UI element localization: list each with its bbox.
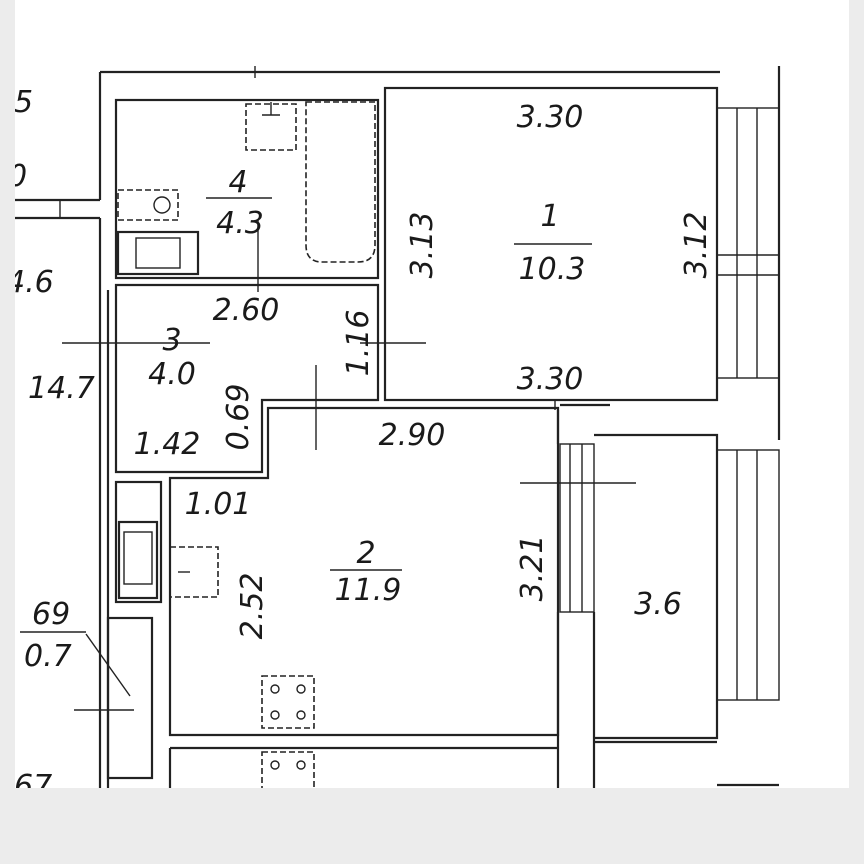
toilet-bowl — [153, 196, 171, 214]
room-2-outline — [168, 406, 560, 737]
room-1-width-bottom: 3.30 — [517, 362, 584, 397]
edge-label-top-left: 5 — [15, 85, 33, 120]
edge-label-69: 69 — [32, 597, 70, 632]
room-3-step-width: 1.42 — [134, 427, 201, 462]
toilet-icon — [117, 189, 179, 221]
bottom-margin — [0, 788, 864, 864]
room-1-area: 10.3 — [519, 252, 586, 287]
room-3-outline — [114, 283, 380, 474]
floor-plan-frame: 3.30 1 10.3 3.30 3.13 3.12 4 4.3 2.60 3 … — [15, 0, 849, 788]
balcony-door — [559, 443, 595, 613]
room-2-depth-left: 2.52 — [235, 573, 270, 640]
riser-box — [114, 480, 163, 604]
sink-icon — [116, 230, 200, 276]
kitchen-sink-icon — [169, 546, 219, 598]
room-2-area: 11.9 — [335, 573, 402, 608]
room-3-number: 3 — [162, 323, 181, 358]
edge-label-147: 14.7 — [28, 371, 95, 406]
room-1-depth-left: 3.13 — [405, 212, 440, 279]
room-4-outline — [114, 98, 380, 280]
edge-label-67: 67 — [15, 769, 52, 788]
sink-basin — [135, 237, 181, 269]
room-4-number: 4 — [228, 165, 247, 200]
room-2-number: 2 — [356, 536, 375, 571]
edge-label-07: 0.7 — [24, 639, 72, 674]
room-3-area: 4.0 — [148, 357, 196, 392]
room-1-number: 1 — [540, 199, 559, 234]
bathtub-icon — [305, 101, 376, 263]
washbasin-icon — [245, 103, 297, 151]
room-2-depth-right: 3.21 — [515, 535, 550, 602]
window-room-1 — [716, 107, 780, 379]
stove-icon — [261, 675, 315, 729]
room-2-niche: 1.01 — [185, 487, 252, 522]
edge-label-left-upper: 0 — [15, 159, 27, 194]
water-heater-icon — [117, 520, 159, 600]
room-3-step-height: 0.69 — [221, 384, 256, 451]
water-heater-inner — [123, 531, 153, 585]
room-3-width: 2.60 — [213, 293, 280, 328]
room-1-width-top: 3.30 — [517, 100, 584, 135]
closet-box — [106, 616, 154, 780]
stove-icon-lower — [261, 751, 315, 788]
balcony-outline — [594, 433, 719, 740]
room-4-area: 4.3 — [216, 206, 264, 241]
room-1-depth-right: 3.12 — [679, 212, 714, 279]
room-3-height: 1.16 — [341, 310, 376, 377]
edge-label-46: 4.6 — [15, 265, 54, 300]
balcony-area: 3.6 — [634, 587, 682, 622]
floor-plan: 3.30 1 10.3 3.30 3.13 3.12 4 4.3 2.60 3 … — [15, 66, 781, 788]
room-2-width: 2.90 — [379, 418, 446, 453]
closet-diag — [85, 633, 131, 697]
window-balcony — [716, 449, 780, 701]
